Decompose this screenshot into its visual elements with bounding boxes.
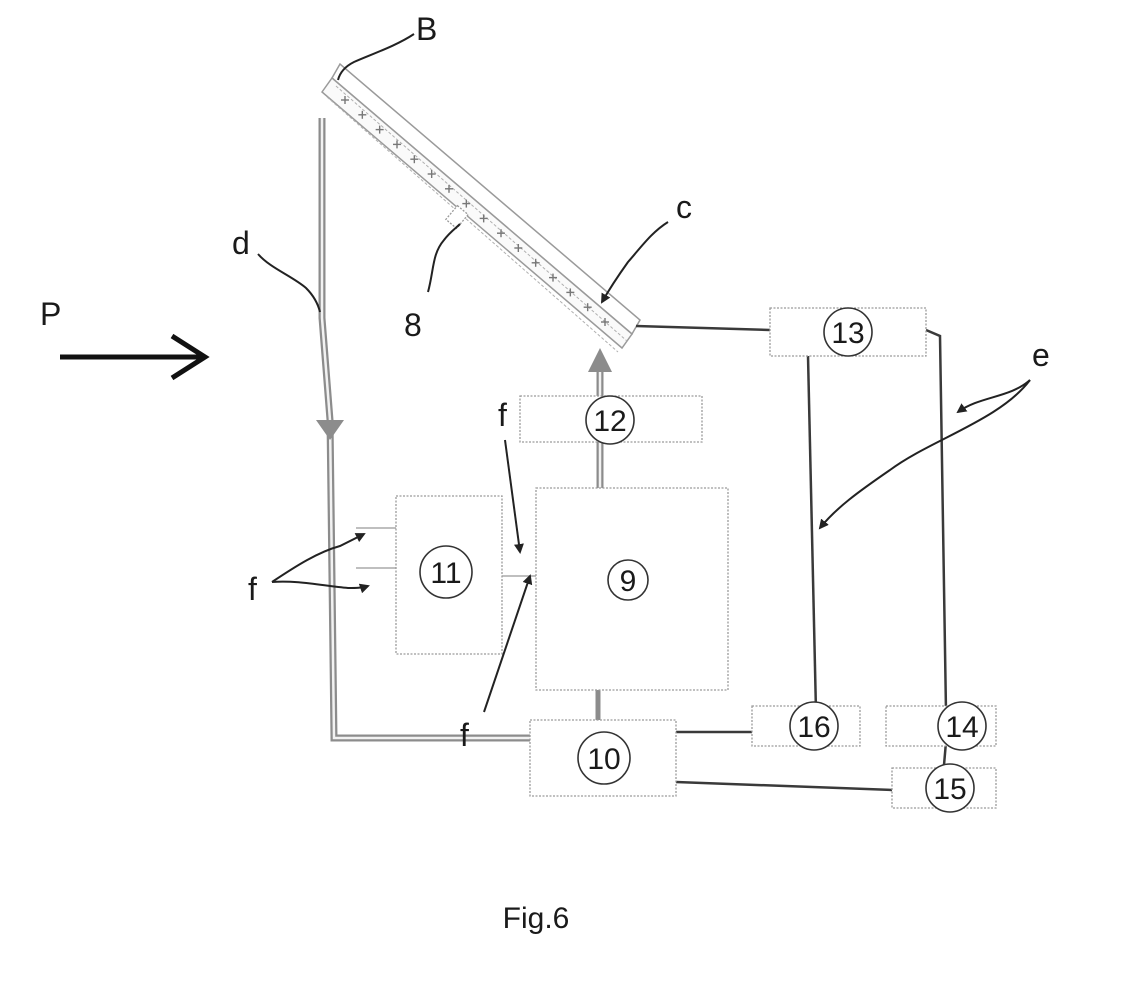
- leader-f-left-lower: [272, 582, 368, 588]
- label-c: c: [676, 189, 692, 225]
- label-e: e: [1032, 337, 1050, 373]
- component-12: 12: [520, 396, 702, 444]
- component-15-label: 15: [933, 773, 966, 806]
- leader-8: [428, 224, 460, 292]
- label-8: 8: [404, 307, 422, 343]
- leader-f-top: [505, 440, 520, 552]
- solar-panel: [322, 64, 640, 352]
- label-P: P: [40, 296, 61, 332]
- label-d: d: [232, 225, 250, 261]
- leader-f-left-upper: [272, 534, 364, 582]
- leader-c: [602, 222, 668, 302]
- component-10: 10: [530, 720, 676, 796]
- label-B: B: [416, 11, 437, 47]
- component-11: 11: [396, 496, 502, 654]
- label-f-left: f: [248, 571, 257, 607]
- component-13-label: 13: [831, 317, 864, 350]
- component-10-label: 10: [587, 743, 620, 776]
- component-14: 14: [886, 702, 996, 750]
- leader-e-upper: [958, 380, 1030, 412]
- component-9: 9: [536, 488, 728, 690]
- component-15: 15: [892, 764, 996, 812]
- label-f-bottom: f: [460, 717, 469, 753]
- pipe-d-flow-arrow: [316, 420, 344, 440]
- component-14-label: 14: [945, 711, 978, 744]
- component-11-label: 11: [430, 557, 461, 590]
- component-16-label: 16: [797, 711, 830, 744]
- component-12-label: 12: [593, 405, 626, 438]
- leader-d: [258, 254, 320, 312]
- component-13: 13: [770, 308, 926, 356]
- leader-e-lower: [820, 380, 1030, 528]
- label-f-top: f: [498, 397, 507, 433]
- riser-flow-arrow: [588, 348, 612, 372]
- component-9-label: 9: [620, 565, 637, 598]
- direction-arrow-P: [60, 336, 205, 378]
- figure-caption: Fig.6: [503, 902, 570, 935]
- component-16: 16: [752, 702, 860, 750]
